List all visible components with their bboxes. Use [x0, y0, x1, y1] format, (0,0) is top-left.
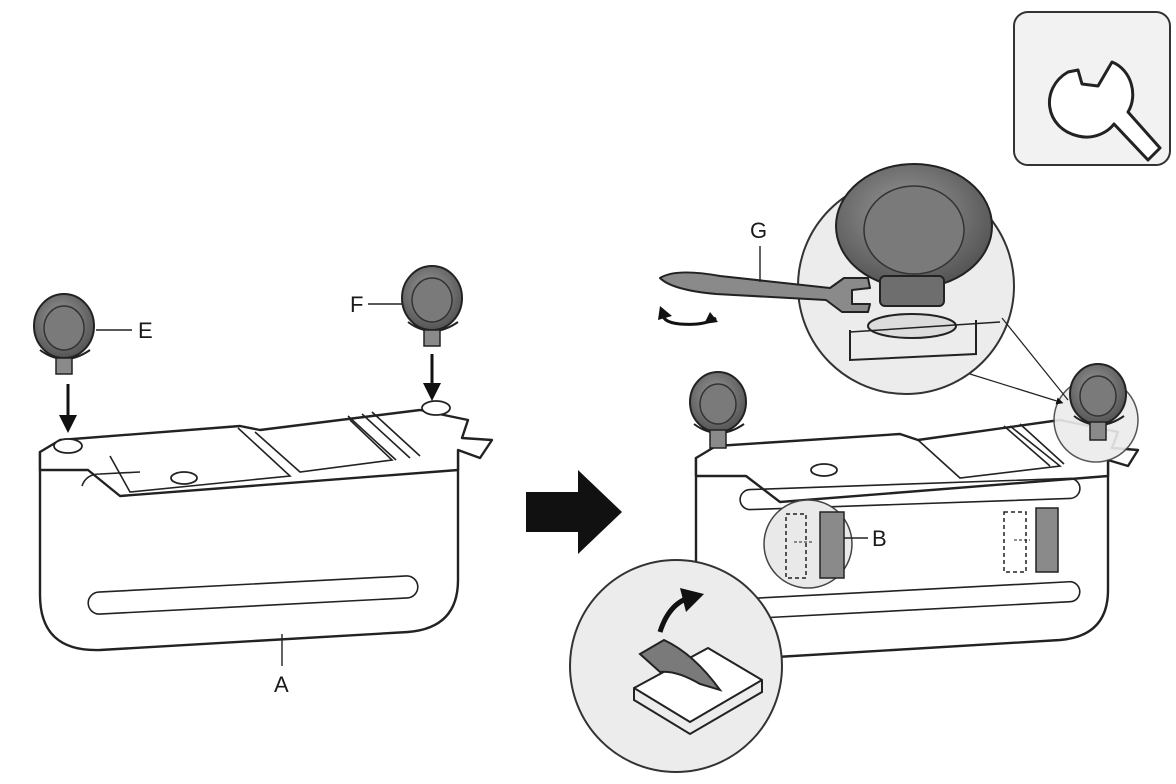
label-f: F: [350, 292, 363, 317]
label-a: A: [274, 672, 289, 697]
left-assembly: [40, 401, 492, 666]
label-g: G: [750, 218, 767, 243]
camera-e: [34, 294, 132, 374]
rotate-icon: [658, 306, 718, 324]
zoom-circle-peel: [570, 560, 782, 772]
arrow-right-icon: [526, 470, 622, 554]
label-b: B: [872, 526, 887, 551]
camera-mounted-left: [690, 372, 746, 448]
camera-mounted-right: [1054, 364, 1138, 462]
label-e: E: [138, 318, 153, 343]
camera-f: [368, 266, 462, 346]
wrench-badge: [1014, 12, 1170, 165]
